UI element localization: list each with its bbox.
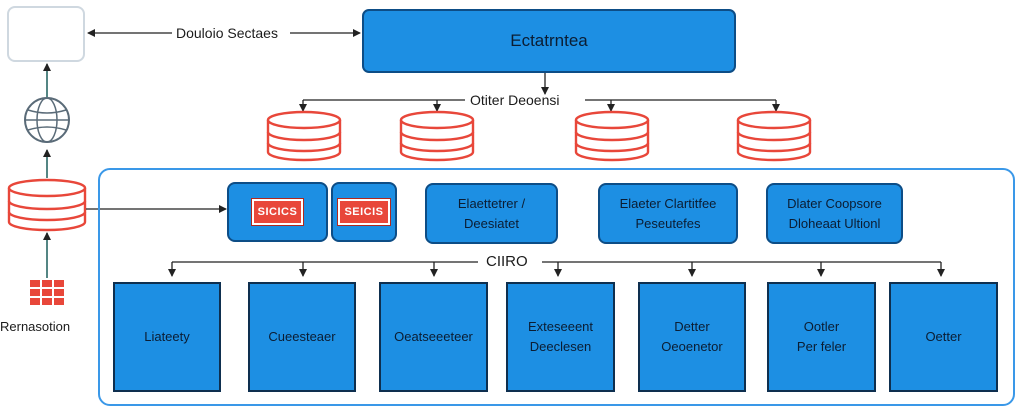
module-line: Per feler bbox=[796, 339, 847, 354]
top-node-label: Ectatrntea bbox=[510, 31, 588, 50]
store-line: Dlater Coopsore bbox=[787, 195, 882, 211]
database-icon bbox=[266, 110, 342, 162]
module-box: Exteseeent Deeclesen bbox=[506, 282, 615, 392]
split-label: Otiter Deoensi bbox=[470, 92, 560, 108]
store-line: Dloheaat Ultionl bbox=[788, 215, 881, 231]
module-line: Oeatseeeteer bbox=[394, 329, 473, 344]
store-line: Elaeter Clartitfee bbox=[619, 195, 717, 211]
red-tag-label: SICICS bbox=[250, 198, 305, 226]
database-icon bbox=[574, 110, 650, 162]
store-box: Dlater Coopsore Dloheaat Ultionl bbox=[766, 183, 903, 244]
module-box: Cueesteaer bbox=[248, 282, 356, 392]
store-line: Elaettetrer / bbox=[457, 195, 526, 211]
tag-box: SEICIS bbox=[331, 182, 397, 242]
globe-icon bbox=[24, 97, 70, 143]
top-node: Ectatrntea bbox=[362, 9, 736, 73]
store-box: Elaeter Clartitfee Peseutefes bbox=[598, 183, 738, 244]
grid-blocks-icon bbox=[30, 280, 64, 305]
module-line: Oeoenetor bbox=[661, 339, 723, 354]
module-line: Deeclesen bbox=[529, 339, 592, 354]
database-icon bbox=[736, 110, 812, 162]
database-icon bbox=[7, 178, 87, 232]
store-line: Deesiatet bbox=[464, 215, 519, 231]
store-box: Elaettetrer / Deesiatet bbox=[425, 183, 558, 244]
red-tag-label: SEICIS bbox=[337, 198, 391, 226]
tag-box: SICICS bbox=[227, 182, 328, 242]
source-edge-label: Douloio Sectaes bbox=[176, 25, 278, 41]
store-line: Peseutefes bbox=[635, 215, 701, 231]
module-box: Ootler Per feler bbox=[767, 282, 876, 392]
system-container bbox=[98, 168, 1015, 406]
module-box: Oetter bbox=[889, 282, 998, 392]
module-line: Oetter bbox=[925, 329, 962, 344]
module-box: Oeatseeeteer bbox=[379, 282, 488, 392]
module-box: Detter Oeoenetor bbox=[638, 282, 746, 392]
module-line: Ootler bbox=[803, 319, 840, 334]
left-bottom-label: Rernasotion bbox=[0, 319, 71, 334]
module-line: Detter bbox=[674, 319, 710, 334]
module-line: Liateety bbox=[144, 329, 190, 344]
source-box bbox=[7, 6, 85, 62]
module-box: Liateety bbox=[113, 282, 221, 392]
module-line: Exteseeent bbox=[527, 319, 594, 334]
database-icon bbox=[399, 110, 475, 162]
bus-label: CIIRO bbox=[486, 253, 528, 270]
module-line: Cueesteaer bbox=[268, 329, 336, 344]
